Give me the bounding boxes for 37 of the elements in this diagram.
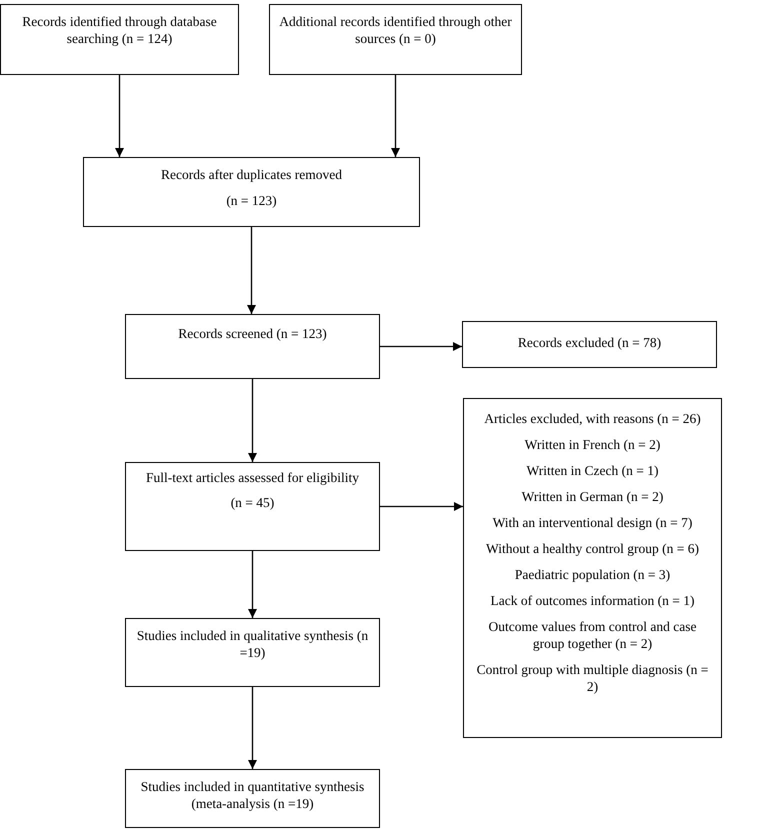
arrow xyxy=(248,551,257,618)
box-text: Records screened (n = 123) xyxy=(178,325,327,342)
box-text: Studies included in quantitative synthesis (meta-analysis (n =19) xyxy=(140,778,366,812)
process-box xyxy=(0,4,239,75)
box-text: Full-text articles assessed for eligibility xyxy=(146,469,359,486)
arrow xyxy=(248,379,257,462)
box-subtext: Written in Czech (n = 1) xyxy=(526,462,658,479)
arrow xyxy=(115,75,124,157)
box-subtext: Written in German (n = 2) xyxy=(522,488,664,505)
arrow xyxy=(380,502,463,511)
box-text: Studies included in qualitative synthesis (n =19) xyxy=(136,627,370,661)
arrow xyxy=(247,227,256,314)
process-box xyxy=(125,769,380,828)
process-box xyxy=(269,4,522,75)
box-subtext: (n = 45) xyxy=(230,494,274,511)
box-subtext: Without a healthy control group (n = 6) xyxy=(486,540,699,557)
box-subtext: Outcome values from control and case group together (n = 2) xyxy=(487,618,698,652)
box-text: Records excluded (n = 78) xyxy=(518,334,662,351)
process-box xyxy=(125,618,380,687)
process-box xyxy=(125,462,380,551)
box-text: Records after duplicates removed xyxy=(160,166,342,183)
box-text: Additional records identified through other sources (n = 0) xyxy=(278,13,513,47)
process-box xyxy=(463,398,722,738)
process-box xyxy=(83,157,420,227)
arrow xyxy=(380,342,462,351)
arrow xyxy=(391,75,400,157)
process-box xyxy=(125,314,380,379)
box-text: Records identified through database searching (n = 124) xyxy=(21,13,218,47)
box-text: Articles excluded, with reasons (n = 26) xyxy=(484,410,701,427)
box-subtext: Control group with multiple diagnosis (n = 2) xyxy=(476,661,710,695)
box-subtext: (n = 123) xyxy=(226,192,277,209)
box-subtext: Lack of outcomes information (n = 1) xyxy=(490,592,695,609)
box-subtext: Written in French (n = 2) xyxy=(524,436,660,453)
arrow xyxy=(248,687,257,769)
box-subtext: With an interventional design (n = 7) xyxy=(492,514,692,531)
box-subtext: Paediatric population (n = 3) xyxy=(514,566,670,583)
process-box xyxy=(462,321,717,368)
